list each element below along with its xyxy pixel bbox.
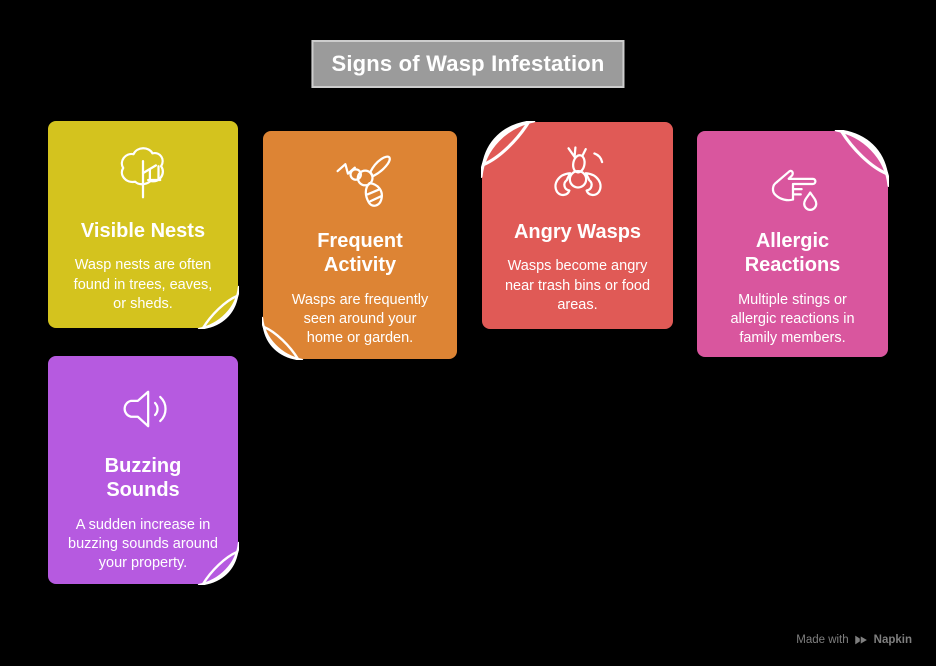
speaker-icon (111, 378, 175, 440)
card-description: Wasp nests are often found in trees, eav… (73, 257, 213, 312)
card-buzzing-sounds: Buzzing Sounds A sudden increase in buzz… (48, 356, 239, 585)
wasp-icon (328, 153, 392, 215)
card-title: Buzzing Sounds (104, 455, 182, 502)
tree-icon (111, 143, 175, 205)
card-description: Wasps become angry near trash bins or fo… (504, 258, 651, 313)
card-title: Frequent Activity (317, 230, 403, 277)
angry-wasp-icon (546, 144, 610, 206)
pointing-hand-sting-icon (761, 153, 825, 215)
card-frequent-activity: Frequent Activity Wasps are frequently s… (262, 131, 457, 360)
card-description: A sudden increase in buzzing sounds arou… (68, 516, 218, 572)
card-title: Angry Wasps (513, 221, 642, 243)
napkin-logo-icon (854, 634, 869, 646)
page-curl (481, 121, 536, 178)
brand-label: Napkin (873, 634, 912, 646)
page-title: Signs of Wasp Infestation (311, 40, 625, 88)
card-title: Allergic Reactions (744, 230, 841, 277)
page-curl (834, 130, 889, 187)
card-visible-nests: Visible Nests Wasp nests are often found… (48, 121, 239, 329)
card-description: Wasps are frequently seen around your ho… (291, 291, 429, 347)
card-angry-wasps: Angry Wasps Wasps become angry near tras… (481, 121, 673, 329)
made-with-label: Made with (796, 634, 849, 646)
card-allergic-reactions: Allergic Reactions Multiple stings or al… (697, 130, 889, 357)
made-with-napkin-badge[interactable]: Made with Napkin (796, 634, 912, 646)
card-description: Multiple stings or allergic reactions in… (730, 291, 855, 347)
card-title: Visible Nests (80, 220, 206, 242)
